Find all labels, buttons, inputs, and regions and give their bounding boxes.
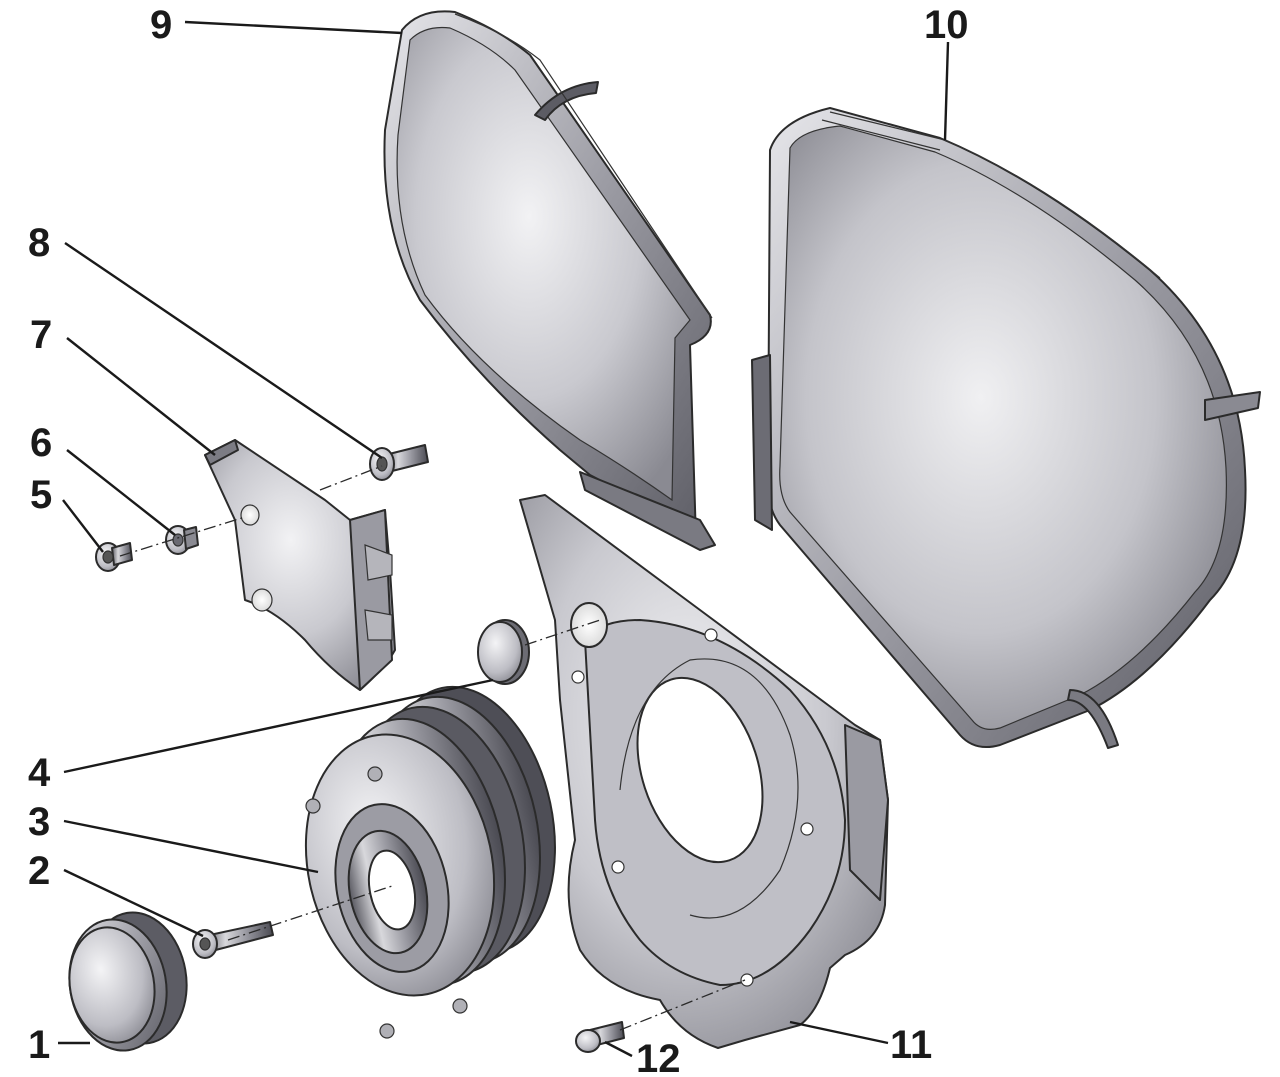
part-4-sealing-plug xyxy=(477,619,530,685)
callout-4: 4 xyxy=(28,751,51,795)
callout-labels: 1 2 3 4 5 6 7 8 9 10 11 12 xyxy=(28,3,969,1077)
part-8-bolt xyxy=(369,444,429,481)
part-9-upper-timing-cover-left xyxy=(383,10,716,551)
callout-7: 7 xyxy=(30,313,52,357)
leader-lines xyxy=(58,20,950,1058)
callout-8: 8 xyxy=(28,221,50,265)
part-2-pulley-bolt xyxy=(192,921,274,959)
part-10-upper-timing-cover-right xyxy=(751,107,1261,749)
part-3-crankshaft-pulley xyxy=(304,685,556,1039)
callout-11: 11 xyxy=(890,1023,932,1067)
assembly-axis-lines xyxy=(119,465,746,1031)
part-5-bolt xyxy=(95,542,133,572)
part-1-pulley-cap xyxy=(68,911,188,1052)
part-11-rear-cover-plate xyxy=(519,494,889,1049)
callout-1: 1 xyxy=(28,1023,50,1067)
part-7-cover-bracket xyxy=(204,439,396,691)
callout-6: 6 xyxy=(30,421,52,465)
callout-10: 10 xyxy=(924,3,969,47)
callout-12: 12 xyxy=(636,1037,681,1077)
callout-5: 5 xyxy=(30,473,52,517)
callout-2: 2 xyxy=(28,849,50,893)
part-12-bolt xyxy=(575,1021,625,1053)
callout-9: 9 xyxy=(150,3,172,47)
callout-3: 3 xyxy=(28,800,50,844)
